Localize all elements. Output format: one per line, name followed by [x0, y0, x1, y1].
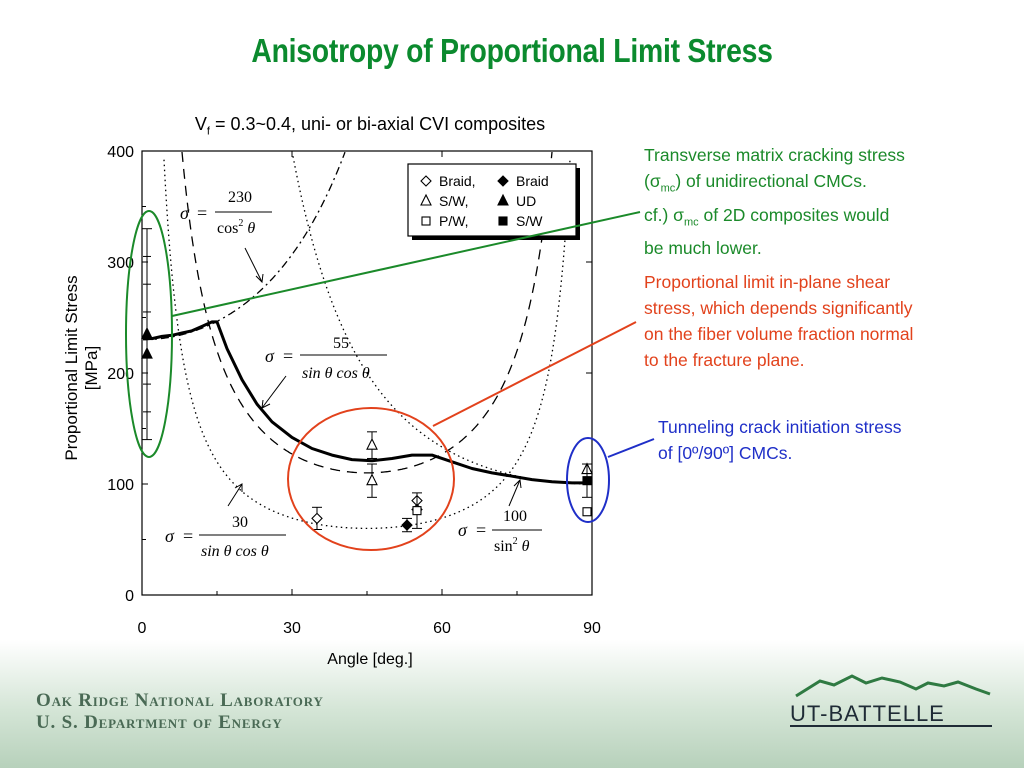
y-tick-label: 0 — [125, 588, 134, 605]
transverse-cracking-note: Transverse matrix cracking stress (σmc) … — [644, 145, 905, 258]
svg-text:=: = — [183, 526, 193, 546]
legend-marker-square-open — [421, 216, 431, 226]
svg-text:σ: σ — [180, 203, 190, 223]
shear-stress-note: Proportional limit in-plane shear stress… — [644, 272, 914, 370]
ornl-footer-text: Oak Ridge National Laboratory — [36, 690, 324, 711]
svg-text:σ: σ — [265, 346, 275, 366]
doe-footer-text: U. S. Department of Energy — [36, 712, 283, 733]
data-points — [141, 228, 593, 533]
svg-text:sin θ cos θ: sin θ cos θ — [201, 543, 269, 560]
curve-30-sin-cos — [163, 159, 571, 530]
svg-text:230: 230 — [228, 189, 252, 206]
equation-100: σ = 100 sin2 θ — [458, 508, 542, 555]
svg-text:cos2 θ: cos2 θ — [217, 218, 255, 237]
ut-battelle-logo — [790, 674, 992, 727]
legend-marker-triangle-open — [420, 193, 432, 206]
point-triangle-open — [366, 437, 378, 450]
transverse-connector — [171, 211, 641, 317]
point-square-open — [412, 506, 422, 516]
x-axis-label: Angle [deg.] — [327, 651, 413, 668]
point-triangle-filled — [141, 346, 153, 359]
legend-label: Braid — [516, 173, 549, 189]
shear-connector — [432, 321, 637, 427]
chart-title: Vf = 0.3~0.4, uni- or bi-axial CVI compo… — [194, 114, 546, 138]
legend-marker-diamond-open — [420, 175, 432, 187]
y-tick-label: 400 — [107, 144, 134, 161]
footer-band — [0, 640, 1024, 768]
ud-highlight-ellipse — [125, 210, 173, 458]
curve-fit-thick — [141, 320, 587, 485]
y-tick-label: 300 — [107, 255, 134, 272]
svg-text:=: = — [476, 520, 486, 540]
legend-marker-diamond-filled — [497, 175, 509, 187]
tunneling-crack-note: Tunneling crack initiation stress of [0º… — [658, 417, 902, 463]
legend-label: S/W — [516, 213, 543, 229]
pointer-arrows — [227, 247, 522, 507]
legend-marker-triangle-filled — [497, 193, 509, 206]
legend-label: S/W, — [439, 193, 469, 209]
x-tick-label: 90 — [583, 620, 601, 637]
legend-label: UD — [516, 193, 536, 209]
svg-text:σ: σ — [458, 520, 468, 540]
x-tick-label: 30 — [283, 620, 301, 637]
equation-55: σ = 55 sin θ cos θ — [265, 335, 387, 382]
y-tick-label: 200 — [107, 366, 134, 383]
svg-text:55: 55 — [333, 335, 349, 352]
svg-text:σ: σ — [165, 526, 175, 546]
svg-text:sin θ cos θ: sin θ cos θ — [302, 365, 370, 382]
point-diamond-filled — [401, 519, 413, 531]
legend-marker-square-filled — [498, 216, 508, 226]
point-triangle-filled — [141, 326, 153, 339]
slide-title: Anisotropy of Proportional Limit Stress — [251, 32, 773, 69]
svg-text:30: 30 — [232, 514, 248, 531]
legend-label: Braid, — [439, 173, 476, 189]
point-triangle-open — [366, 473, 378, 486]
svg-text:sin2 θ: sin2 θ — [494, 536, 530, 555]
ut-battelle-logo-text: UT-BATTELLE — [790, 701, 945, 726]
axes: 0 100 200 300 400 0 30 60 90 — [107, 144, 601, 637]
shear-highlight-ellipse — [287, 407, 455, 551]
equation-230: σ = 230 cos2 θ — [180, 189, 272, 237]
curve-55-sin-cos — [181, 151, 553, 474]
legend-box — [407, 163, 577, 237]
svg-text:=: = — [197, 203, 207, 223]
svg-text:100: 100 — [503, 508, 527, 525]
y-tick-label: 100 — [107, 477, 134, 494]
x-tick-label: 60 — [433, 620, 451, 637]
tunneling-connector — [607, 438, 655, 458]
point-square-filled — [582, 476, 592, 486]
tunneling-highlight-ellipse — [566, 437, 610, 523]
curve-230-cos2 — [143, 151, 346, 341]
equation-30: σ = 30 sin θ cos θ — [165, 514, 286, 560]
y-axis-label: Proportional Limit Stress [MPa] — [62, 275, 101, 461]
point-diamond-open — [311, 512, 323, 525]
model-curves — [141, 151, 590, 530]
svg-text:=: = — [283, 346, 293, 366]
x-tick-label: 0 — [138, 620, 147, 637]
legend-label: P/W, — [439, 213, 469, 229]
point-square-open — [582, 507, 592, 517]
